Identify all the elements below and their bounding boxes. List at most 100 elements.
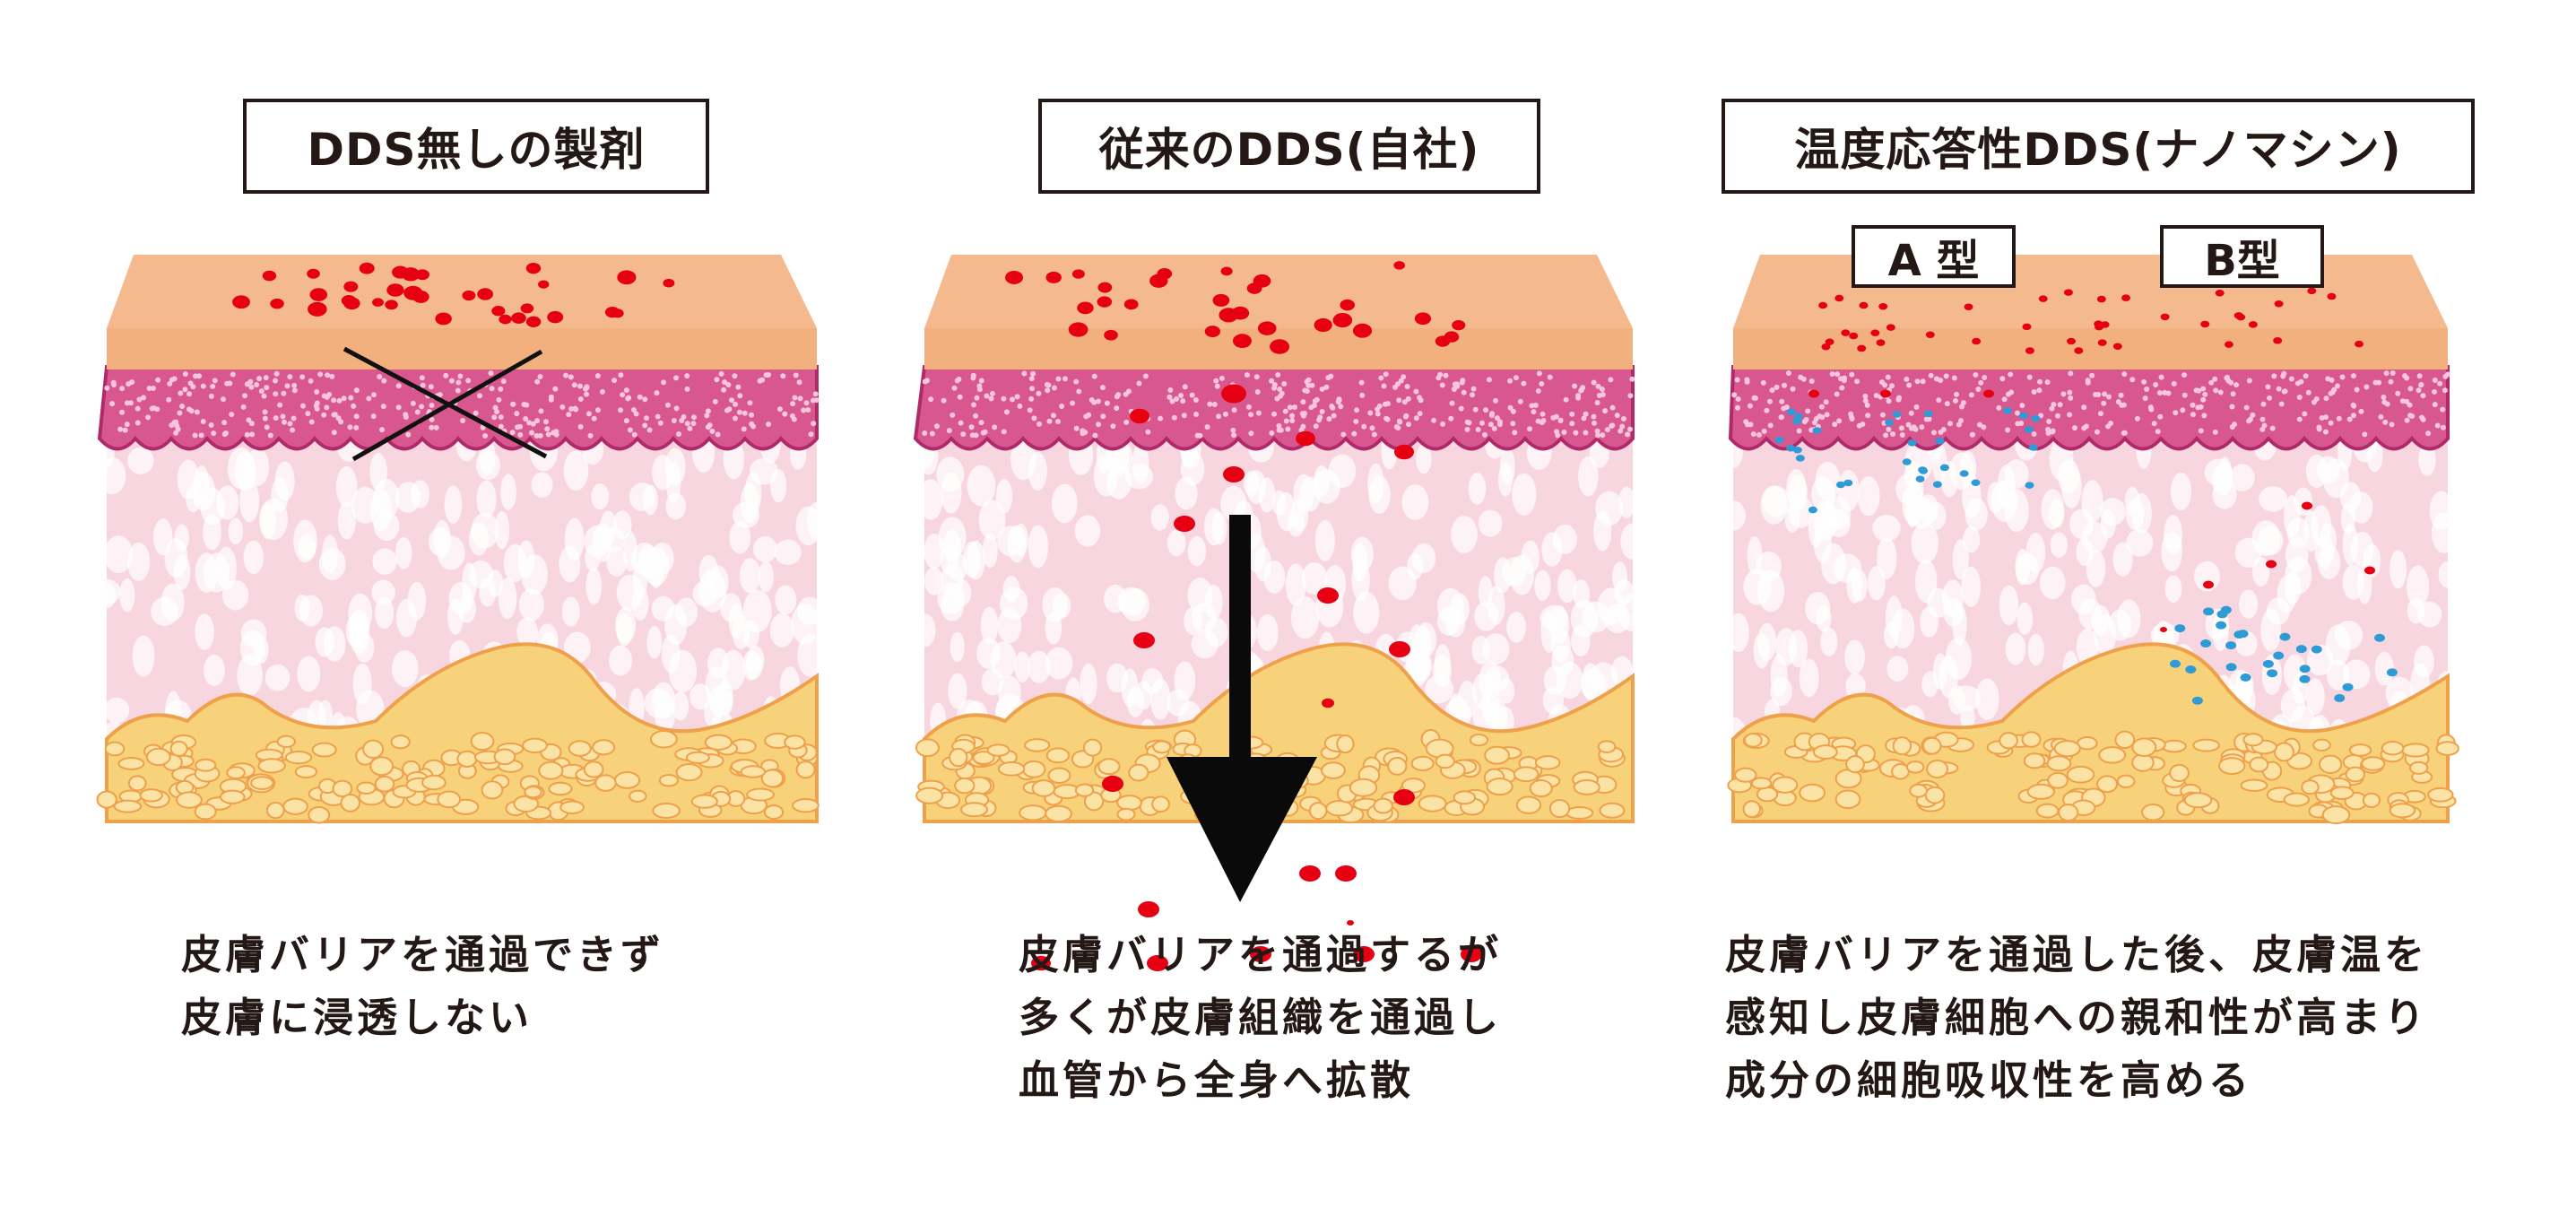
epidermis-cells: [104, 370, 820, 439]
particle: [538, 280, 550, 289]
particle: [1786, 408, 1796, 415]
epidermis-layer: [913, 365, 1635, 451]
particle: [1104, 329, 1118, 341]
particle: [1123, 299, 1139, 310]
particle: [663, 278, 675, 288]
skin-surface: [1733, 255, 2448, 328]
particle: [1880, 389, 1891, 398]
surface-particles: [232, 262, 675, 327]
particle: [1393, 261, 1406, 270]
particle: [2273, 651, 2285, 660]
particle: [2273, 337, 2283, 344]
epidermis-cells: [922, 370, 1635, 439]
caption-line: 血管から全身へ拡散: [1019, 1056, 1415, 1104]
particle: [2225, 663, 2237, 672]
diffusing-particles: [1005, 261, 1482, 971]
particle: [2225, 641, 2237, 650]
particle: [1835, 481, 1845, 489]
particle: [1834, 294, 1844, 302]
particle: [309, 288, 328, 301]
skin-cross-section-2: [913, 255, 1646, 971]
particle: [1389, 641, 1410, 657]
particle: [1935, 438, 1945, 445]
dermis-cells: [1719, 426, 2458, 804]
particle: [2302, 501, 2312, 510]
particle: [1223, 466, 1245, 482]
particle: [2097, 339, 2107, 346]
particle: [1005, 270, 1024, 284]
down-arrow-icon: [1167, 757, 1317, 902]
particle: [2374, 633, 2386, 642]
particle: [2112, 343, 2122, 351]
particle: [2074, 347, 2084, 354]
particle: [1322, 698, 1334, 708]
particle: [1314, 317, 1332, 333]
particle: [343, 297, 360, 310]
particle: [1232, 334, 1252, 349]
particle: [2174, 624, 2186, 633]
particle: [392, 265, 409, 279]
particle: [385, 300, 398, 310]
particle: [1133, 632, 1155, 648]
panel-3-caption: 皮膚バリアを通過した後、皮膚温を 感知し皮膚細胞への親和性が高まり 成分の細胞吸…: [1725, 924, 2428, 1112]
particle: [462, 290, 476, 301]
particle: [1818, 301, 1828, 309]
panel-1-caption: 皮膚バリアを通過できず 皮膚に浸透しない: [181, 924, 664, 1049]
particle: [1812, 427, 1822, 434]
particle: [343, 281, 359, 292]
particle: [1340, 299, 1355, 311]
particle: [2121, 294, 2131, 301]
caption-line: 成分の細胞吸収性を高める: [1725, 1056, 2253, 1104]
particle: [2295, 645, 2307, 654]
particle: [2274, 300, 2284, 308]
particle: [1821, 343, 1831, 351]
particle: [1332, 312, 1353, 328]
particle: [1204, 326, 1221, 338]
particle: [1792, 447, 1802, 454]
particle: [1964, 303, 1973, 310]
particle: [1147, 955, 1168, 971]
particle: [2279, 632, 2291, 641]
particle: [415, 269, 429, 281]
stratum-corneum: [1733, 328, 2448, 369]
particle: [2203, 607, 2215, 616]
particle: [372, 298, 384, 308]
particle: [2191, 696, 2203, 705]
particle: [2215, 290, 2225, 297]
particle: [1919, 467, 1929, 474]
particle: [1220, 266, 1233, 276]
particle: [1299, 865, 1321, 882]
particle: [232, 295, 250, 309]
fat-cells: [96, 730, 820, 824]
particle: [2327, 292, 2337, 300]
caption-line: 多くが皮膚組織を通過し: [1019, 994, 1503, 1041]
particle: [2200, 639, 2212, 648]
particle: [1857, 344, 1867, 352]
particle: [1923, 410, 1933, 418]
particle: [2067, 337, 2077, 345]
particle: [1885, 419, 1895, 426]
particle: [2237, 630, 2249, 639]
particle: [520, 303, 534, 314]
particle: [1394, 444, 1414, 460]
particle: [1219, 308, 1238, 323]
particle: [491, 306, 506, 317]
particle: [2028, 444, 2038, 451]
particle: [2063, 289, 2073, 296]
particle: [2002, 407, 2012, 414]
particle: [1353, 946, 1375, 962]
particle: [1452, 320, 1466, 331]
particle: [2160, 313, 2170, 321]
particle: [1270, 339, 1290, 354]
particle: [1130, 408, 1149, 424]
red-particles: [1808, 287, 2375, 632]
particle: [511, 312, 526, 324]
particle: [1983, 389, 1994, 398]
particle: [262, 270, 277, 282]
particle: [547, 310, 564, 324]
particle: [308, 301, 327, 317]
particle: [435, 312, 452, 326]
particle: [1157, 268, 1173, 280]
particle: [1435, 335, 1451, 347]
particle: [359, 262, 375, 274]
